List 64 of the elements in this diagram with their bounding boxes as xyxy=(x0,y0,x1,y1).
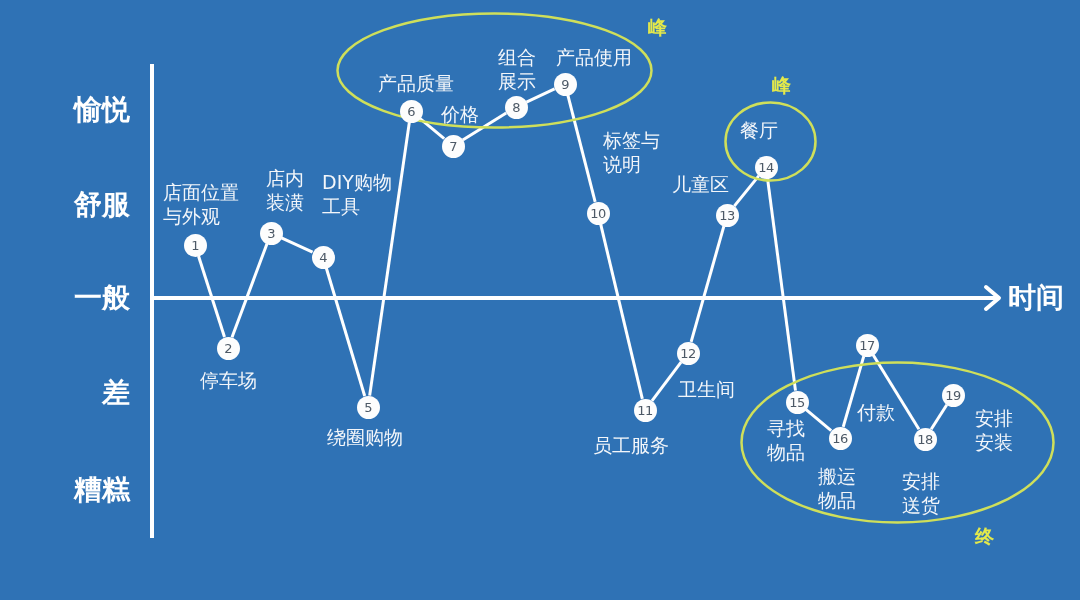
step-label: 寻找物品 xyxy=(767,416,806,464)
group-label: 峰 xyxy=(648,15,667,39)
connector-line xyxy=(230,243,269,338)
step-label: 绕圈购物 xyxy=(327,425,403,449)
connector-line xyxy=(462,111,507,142)
connector-line xyxy=(689,225,726,343)
axis-label: 愉悦 xyxy=(74,93,130,127)
connector-line xyxy=(650,361,683,402)
step-label: 停车场 xyxy=(200,368,257,392)
step-label: 儿童区 xyxy=(672,172,729,196)
step-marker: 2 xyxy=(216,336,240,360)
step-label: 产品使用 xyxy=(556,45,632,69)
step-label: 付款 xyxy=(857,400,895,424)
step-marker: 19 xyxy=(941,383,965,407)
step-marker: 8 xyxy=(504,95,528,119)
step-marker: 10 xyxy=(586,201,610,225)
step-marker: 18 xyxy=(913,427,937,451)
step-label: 安排送货 xyxy=(902,469,941,517)
step-marker: 17 xyxy=(855,333,879,357)
step-marker: 12 xyxy=(676,341,700,365)
connector-line xyxy=(418,117,446,140)
step-marker: 16 xyxy=(828,426,852,450)
step-label: 店内装潢 xyxy=(266,166,305,214)
connector-line xyxy=(280,236,314,254)
connector-line xyxy=(599,223,644,400)
step-marker: 9 xyxy=(553,72,577,96)
step-marker: 1 xyxy=(183,233,207,257)
connector-line xyxy=(368,122,411,396)
step-label: 安排安装 xyxy=(975,406,1014,454)
step-marker: 4 xyxy=(311,245,335,269)
group-label: 终 xyxy=(975,524,994,548)
step-label: 组合展示 xyxy=(498,45,537,93)
axis-title: 时间 xyxy=(1008,281,1064,315)
connector-line xyxy=(197,255,226,338)
connector-line xyxy=(929,403,949,431)
connector-line xyxy=(804,408,833,432)
step-label: 卫生间 xyxy=(678,377,735,401)
step-marker: 13 xyxy=(715,203,739,227)
step-label: 产品质量 xyxy=(378,71,454,95)
connector-line xyxy=(841,355,866,428)
connector-line xyxy=(733,175,760,208)
connector-line xyxy=(324,267,367,397)
connector-line xyxy=(566,94,597,203)
step-marker: 11 xyxy=(633,398,657,422)
step-marker: 5 xyxy=(356,395,380,419)
step-label: 餐厅 xyxy=(740,118,778,142)
step-label: 搬运物品 xyxy=(818,464,857,512)
step-label: 标签与说明 xyxy=(603,128,661,176)
group-label: 峰 xyxy=(772,73,791,97)
step-marker: 3 xyxy=(259,221,283,245)
step-label: DIY购物工具 xyxy=(322,170,393,218)
connector-line xyxy=(525,87,556,104)
step-marker: 15 xyxy=(785,390,809,414)
step-marker: 14 xyxy=(754,155,778,179)
axis-label: 差 xyxy=(102,376,130,410)
axis-label: 一般 xyxy=(74,281,130,315)
step-marker: 6 xyxy=(399,99,423,123)
step-label: 员工服务 xyxy=(593,433,669,457)
step-label: 价格 xyxy=(441,102,479,126)
axis-label: 糟糕 xyxy=(74,473,130,507)
axis-label: 舒服 xyxy=(74,188,130,222)
step-label: 店面位置与外观 xyxy=(163,180,240,228)
step-marker: 7 xyxy=(441,134,465,158)
connector-line xyxy=(871,354,921,430)
